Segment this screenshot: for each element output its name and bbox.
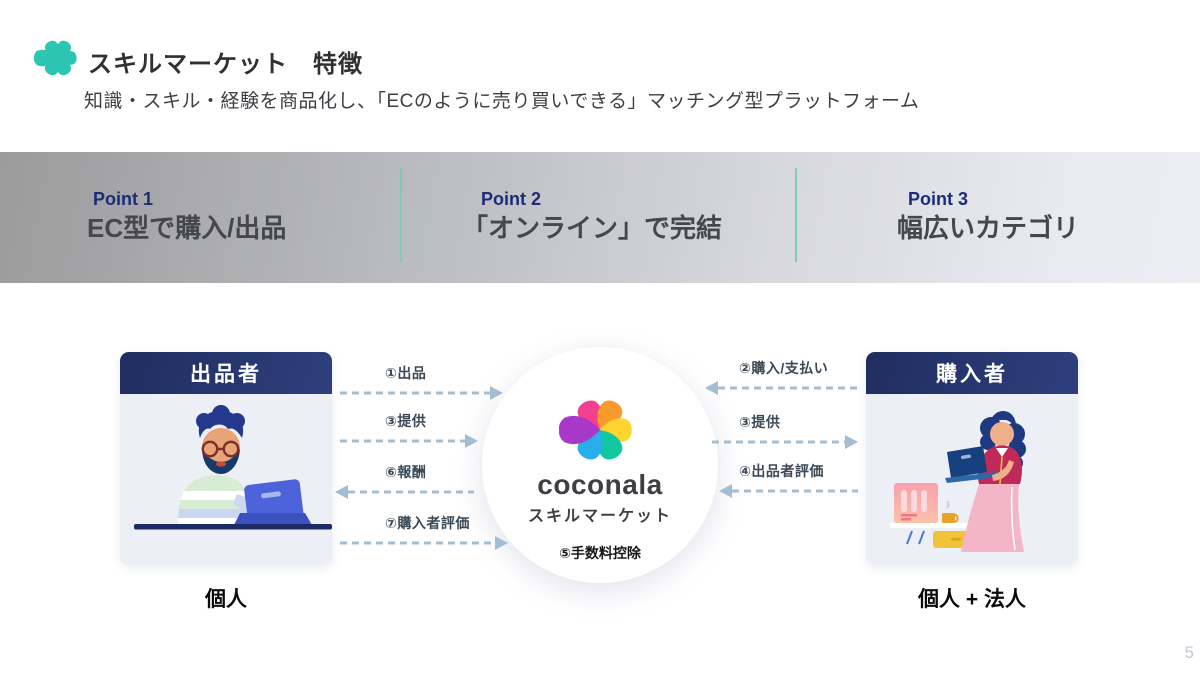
page-number: 5 <box>1184 643 1194 662</box>
seller-body <box>120 394 332 565</box>
seller-caption: 個人 <box>205 588 247 611</box>
flow-label-listing: ①出品 <box>385 365 427 381</box>
points-band: Point 1 EC型で購入/出品 Point 2 「オンライン」で完結 Poi… <box>0 152 1200 283</box>
buyer-header: 購入者 <box>866 352 1078 394</box>
buyer-box: 購入者 <box>866 352 1078 565</box>
point-label: Point 1 <box>93 189 154 209</box>
coconala-logo-icon <box>34 40 77 76</box>
point-title: EC型で購入/出品 <box>87 213 287 243</box>
buyer-body <box>866 394 1078 565</box>
point-title: 「オンライン」で完結 <box>462 213 723 243</box>
point-label: Point 2 <box>481 189 542 209</box>
seller-box: 出品者 <box>120 352 332 565</box>
point-item-2: Point 2 「オンライン」で完結 <box>462 188 722 246</box>
point-item-1: Point 1 EC型で購入/出品 <box>87 188 286 246</box>
coconala-logo-color-icon <box>559 400 632 460</box>
brand-wordmark: coconala <box>537 469 663 500</box>
page-title: スキルマーケット 特徴 <box>88 51 363 78</box>
service-name: スキルマーケット <box>527 508 672 525</box>
seller-header: 出品者 <box>120 352 332 394</box>
page-subtitle: 知識・スキル・経験を商品化し、「ECのように売り買いできる」マッチング型プラット… <box>84 91 920 112</box>
flow-label-provide-left: ③提供 <box>385 413 427 429</box>
flow-label-seller-review: ④出品者評価 <box>739 463 824 479</box>
band-divider <box>400 168 402 262</box>
point-title: 幅広いカテゴリ <box>897 213 1080 243</box>
buyer-caption: 個人 + 法人 <box>918 588 1026 611</box>
point-item-3: Point 3 幅広いカテゴリ <box>897 188 1079 246</box>
flow-label-buyer-review: ⑦購入者評価 <box>385 515 470 531</box>
flow-label-reward: ⑥報酬 <box>385 464 427 480</box>
buyer-illustration <box>890 411 1026 552</box>
point-label: Point 3 <box>908 189 969 209</box>
coconala-hub: coconala スキルマーケット ⑤手数料控除 <box>482 347 718 583</box>
band-divider <box>795 168 797 262</box>
fee-note: ⑤手数料控除 <box>559 545 641 561</box>
seller-illustration <box>134 405 332 530</box>
flow-label-provide-right: ③提供 <box>739 414 781 430</box>
flow-label-purchase-payment: ②購入/支払い <box>739 360 829 376</box>
